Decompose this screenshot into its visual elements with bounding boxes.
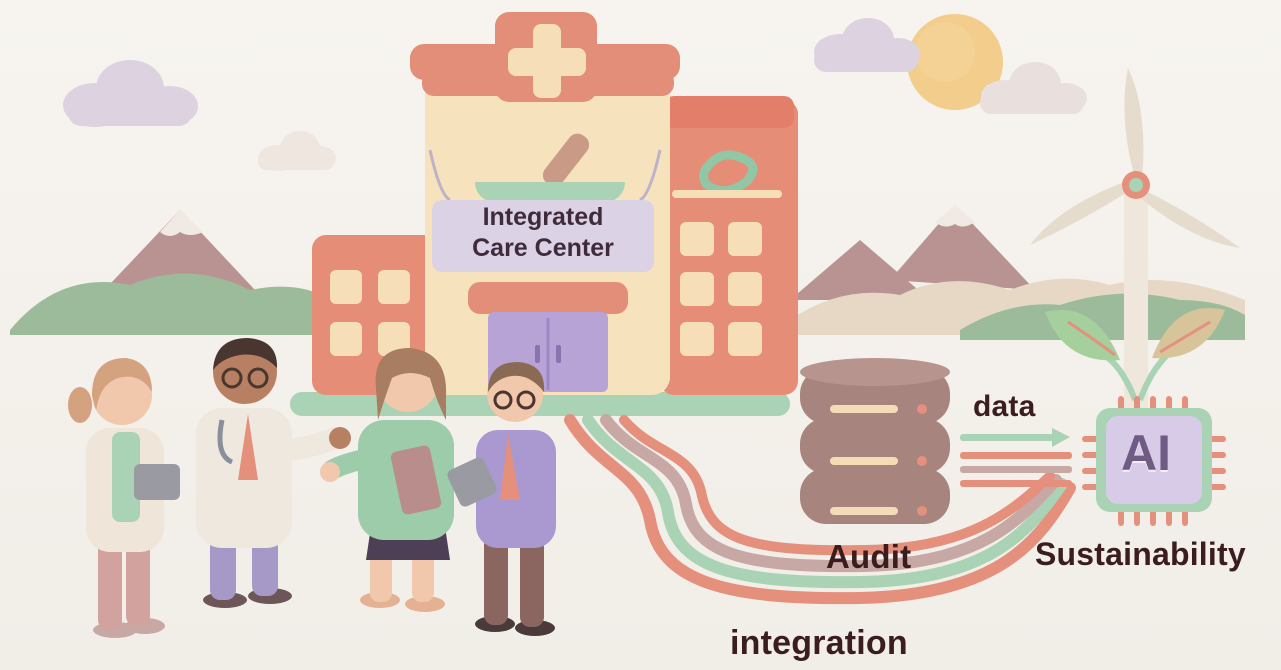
nurse-figure [68, 358, 180, 638]
ai-chip-label: AI [1121, 425, 1171, 481]
sprout-icon [1045, 308, 1225, 402]
database-audit-icon [800, 358, 950, 524]
sign-line-2: Care Center [472, 234, 614, 262]
sustainability-label: Sustainability [1035, 536, 1246, 572]
center-sign-board [432, 200, 654, 272]
ai-chip-icon [1082, 396, 1226, 526]
cloud-icon [258, 131, 336, 171]
hospital-right-tower [660, 96, 798, 395]
wind-turbine-icon [1030, 68, 1240, 425]
cloud-icon [980, 62, 1087, 114]
cloud-icon [814, 18, 920, 72]
center-sign-label: Integrated Care Center [434, 202, 652, 264]
sign-line-1: Integrated [482, 203, 604, 231]
mountains-left [10, 210, 330, 335]
integration-ribbons [564, 414, 1076, 605]
cloud-icon [63, 60, 198, 127]
manager-figure [447, 362, 556, 636]
sun-icon [907, 14, 1003, 110]
female-staff-figure [320, 348, 454, 612]
doctor-figure [196, 338, 351, 608]
integration-label: integration [730, 624, 908, 662]
data-flow-arrows [960, 428, 1072, 487]
audit-label: Audit [826, 538, 912, 575]
data-label: data [973, 390, 1036, 423]
medical-cross-icon [508, 24, 586, 98]
mortar-pestle-icon [475, 133, 625, 205]
